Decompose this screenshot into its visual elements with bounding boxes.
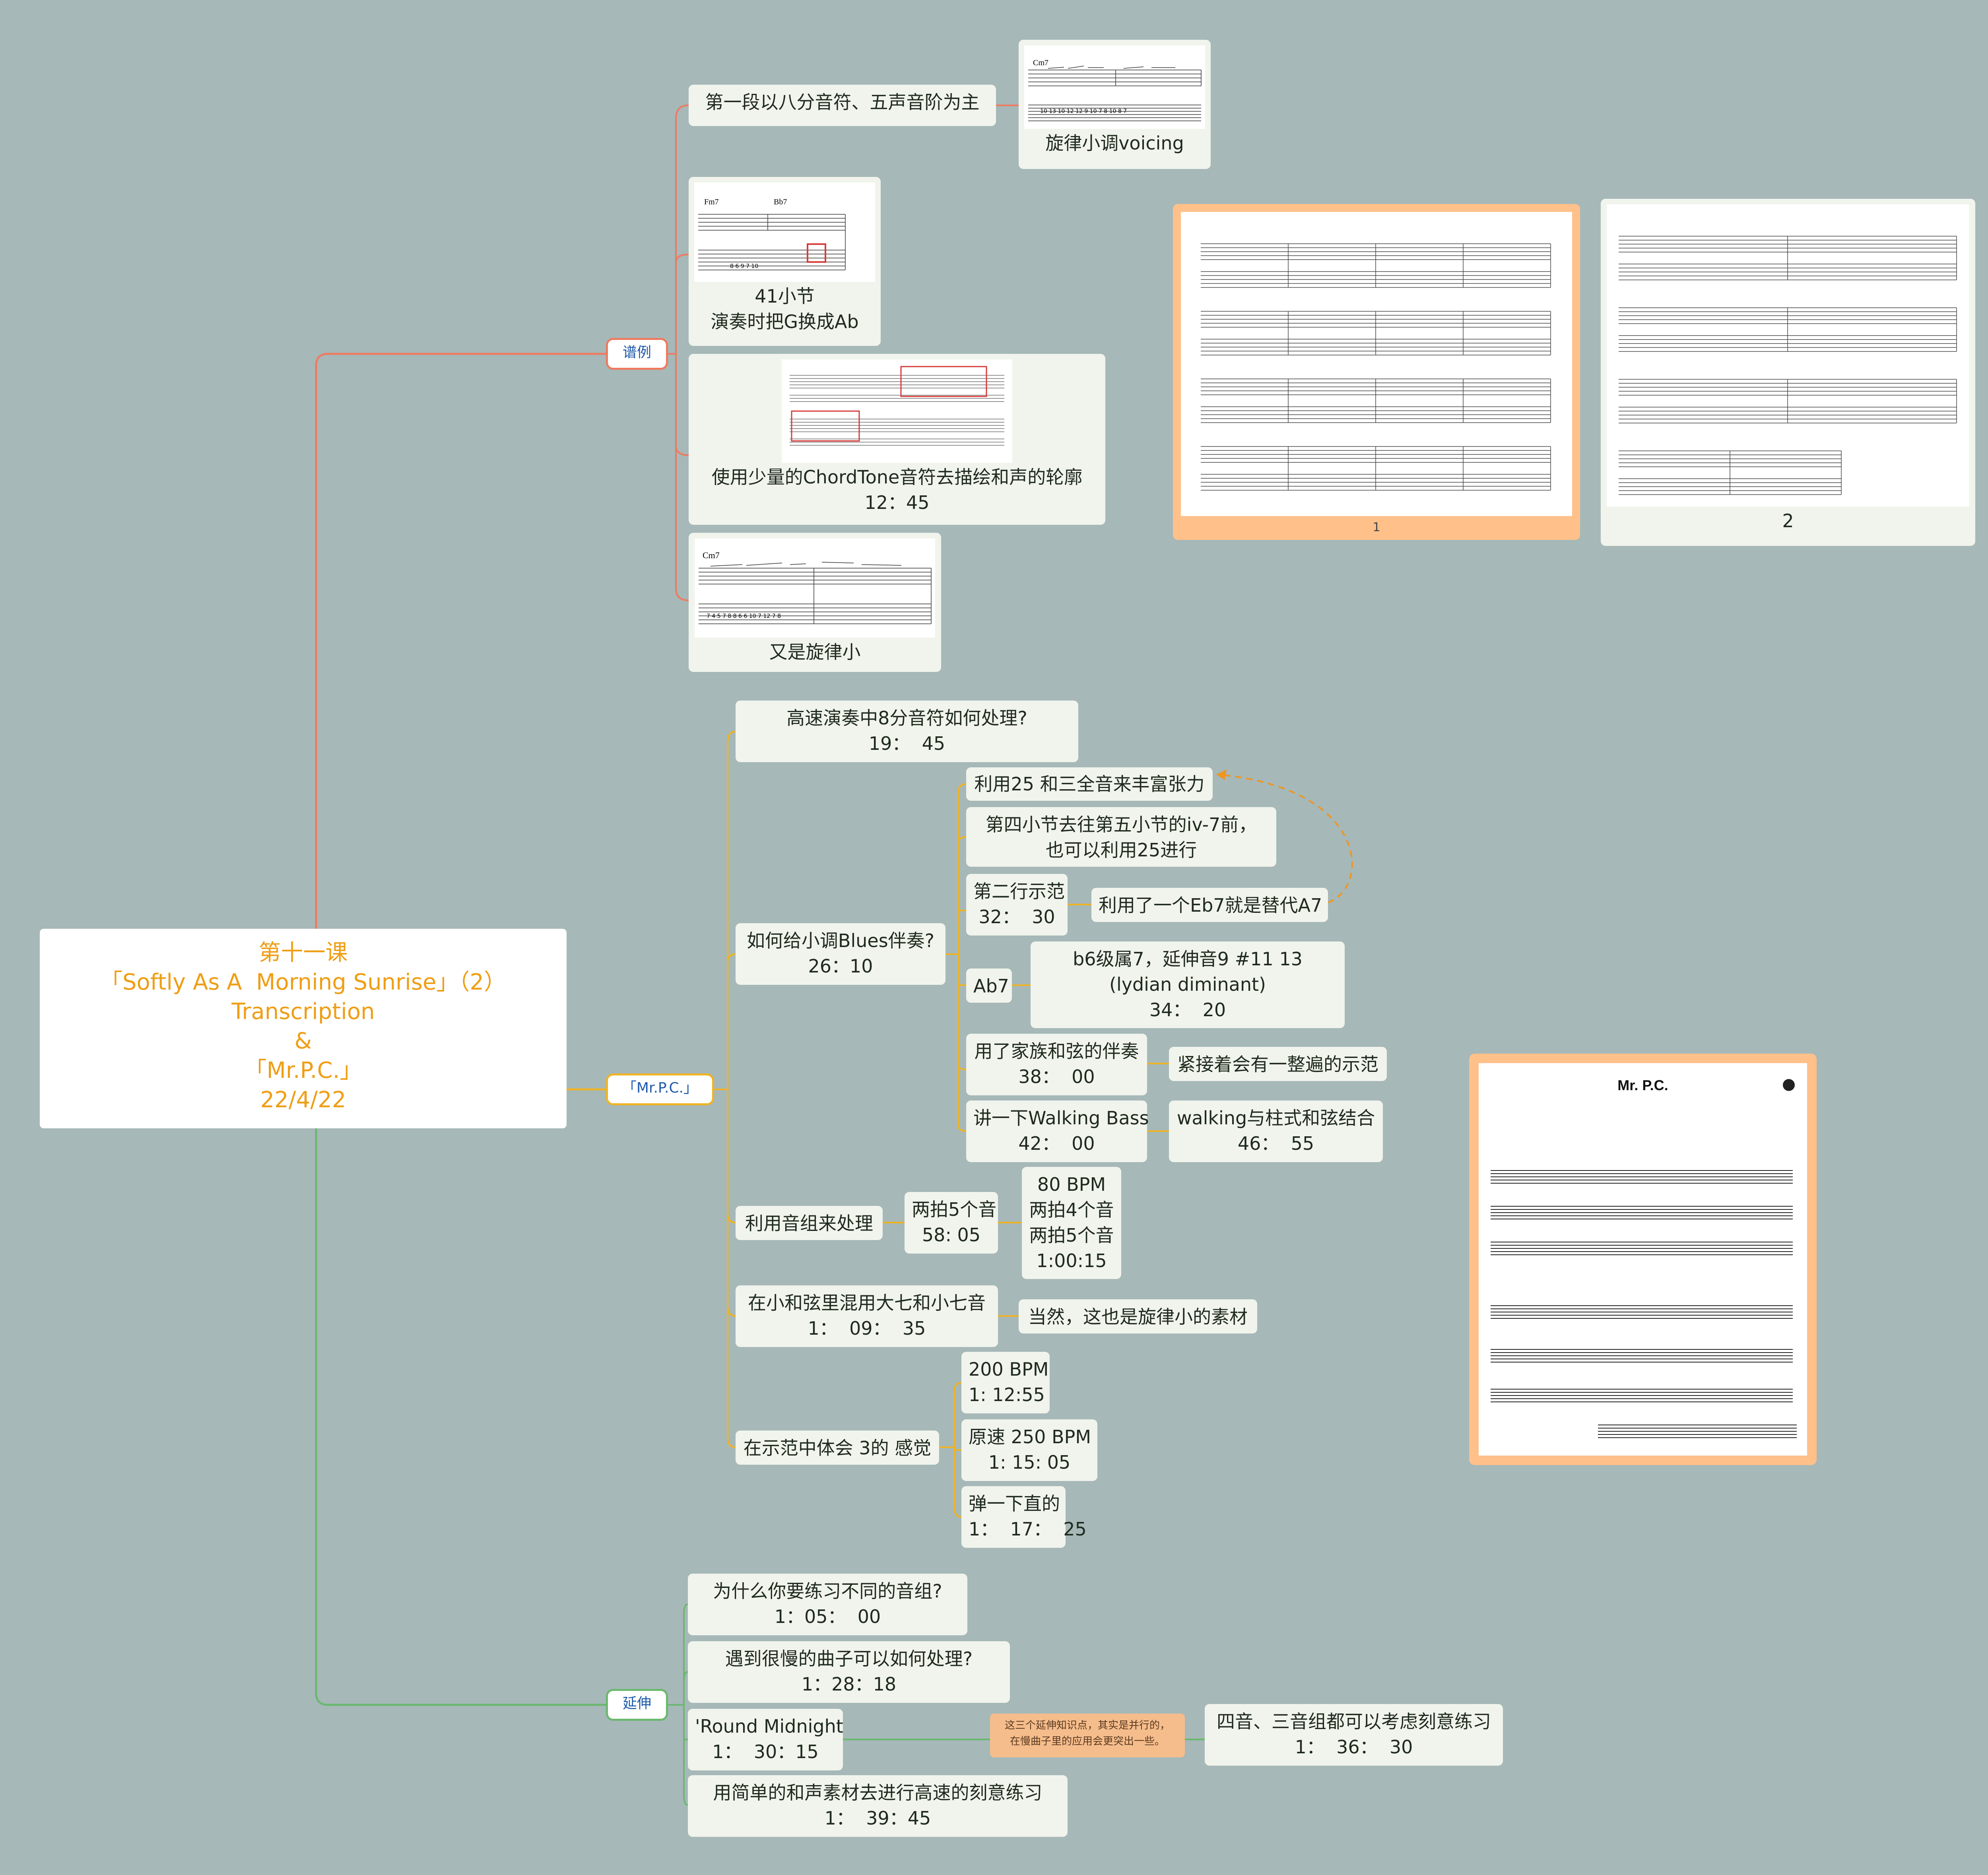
topic-label: 四音、三音组都可以考虑刻意练习 1： 36： 30	[1217, 1711, 1491, 1758]
topic-ab7[interactable]: Ab7	[966, 969, 1012, 1003]
topic-label: 在示范中体会 3的 感觉	[743, 1437, 932, 1459]
svg-text:8 6 9 7: 8 6 9 7 10	[730, 263, 758, 270]
topic-simple-material[interactable]: 用简单的和声素材去进行高速的刻意练习 1： 39：45	[688, 1775, 1068, 1837]
root-song-2: 「Mr.P.C.」	[244, 1058, 362, 1083]
svg-text:Bb7: Bb7	[774, 198, 787, 206]
topic-label: 200 BPM 1: 12:55	[969, 1359, 1049, 1405]
svg-text:10 13 10 12 12 9 10: 10 13 10 12 12 9 10 7 8 10 8 7	[1040, 108, 1127, 115]
root-title: 第十一课	[258, 940, 348, 966]
topic-label: 又是旋律小	[769, 641, 861, 663]
score-image	[782, 359, 1012, 463]
topic-label: 80 BPM 两拍4个音 两拍5个音 1:00:15	[1029, 1174, 1114, 1271]
topic-chordtone[interactable]: 使用少量的ChordTone音符去描绘和声的轮廓 12：45	[689, 354, 1105, 525]
topic-straight[interactable]: 弹一下直的 1： 17： 25	[961, 1486, 1087, 1548]
topic-label: 41小节 演奏时把G换成Ab	[711, 285, 859, 332]
topic-label: 讲一下Walking Bass 42： 00	[973, 1107, 1149, 1154]
score-sheet-2[interactable]: 2	[1601, 199, 1975, 546]
topic-eb7-substitute[interactable]: 利用了一个Eb7就是替代A7	[1091, 888, 1328, 922]
topic-family-chords[interactable]: 用了家族和弦的伴奏 38： 00	[966, 1034, 1147, 1095]
score-image	[1607, 204, 1969, 507]
topic-minor-blues[interactable]: 如何给小调Blues伴奏? 26：10	[736, 923, 945, 985]
score-sheet-1[interactable]: 1	[1173, 204, 1580, 540]
topic-label: 用简单的和声素材去进行高速的刻意练习 1： 39：45	[713, 1782, 1043, 1829]
topic-label: b6级属7，延伸音9 #11 13 (lydian diminant) 34： …	[1073, 948, 1303, 1021]
score-image	[1181, 212, 1572, 516]
topic-first-paragraph[interactable]: 第一段以八分音符、五声音阶为主	[689, 85, 996, 126]
topic-label: 利用音组来处理	[745, 1213, 873, 1234]
topic-label: 使用少量的ChordTone音符去描绘和声的轮廓 12：45	[711, 466, 1083, 513]
callout-text: 这三个延伸知识点，其实是并行的， 在慢曲子里的应用会更突出一些。	[1004, 1720, 1170, 1747]
branch-mrpc-label: 「Mr.P.C.」	[622, 1080, 698, 1096]
topic-melodic-minor-voicing[interactable]: Cm7 10 13 10 12 12 9 10 7 8 10 8 7 旋律小调v…	[1019, 40, 1211, 169]
sheet-title: Mr. P.C.	[1617, 1077, 1668, 1093]
topic-label: 用了家族和弦的伴奏 38： 00	[974, 1040, 1139, 1087]
topic-bpm250[interactable]: 原速 250 BPM 1: 15: 05	[961, 1419, 1097, 1481]
svg-text:Cm7: Cm7	[1033, 58, 1048, 67]
branch-puli-label: 谱例	[622, 344, 651, 361]
topic-label: walking与柱式和弦结合 46： 55	[1176, 1107, 1375, 1154]
topic-bar4-to-bar5[interactable]: 第四小节去往第五小节的iv-7前， 也可以利用25进行	[966, 807, 1276, 867]
topic-why-note-groups[interactable]: 为什么你要练习不同的音组? 1：05： 00	[688, 1574, 967, 1635]
topic-feel-3[interactable]: 在示范中体会 3的 感觉	[736, 1431, 939, 1465]
topic-note-groups[interactable]: 利用音组来处理	[736, 1206, 883, 1240]
sheet-staves	[1491, 1079, 1797, 1438]
topic-eighth-notes[interactable]: 高速演奏中8分音符如何处理? 19： 45	[736, 701, 1078, 762]
svg-text:Fm7: Fm7	[704, 198, 719, 206]
topic-label: 旋律小调voicing	[1045, 132, 1184, 154]
root-topic[interactable]: 第十一课 「Softly As A Morning Sunrise」（2） Tr…	[40, 929, 567, 1128]
topic-melodic-minor-again[interactable]: Cm7 7 4 5 7 8 8 6 6 10 7 12 7 8 又是旋律小	[689, 533, 941, 672]
mrpc-sheet-image[interactable]: Mr. P.C.	[1469, 1054, 1817, 1465]
root-ampersand: &	[294, 1028, 312, 1054]
score-image: Fm7 Bb7 8 6 9 7 10	[694, 182, 875, 282]
topic-second-line[interactable]: 第二行示范 32： 30	[966, 874, 1068, 936]
topic-label: 第一段以八分音符、五声音阶为主	[705, 91, 980, 113]
topic-label: 利用25 和三全音来丰富张力	[974, 773, 1205, 795]
sheet-paper: Mr. P.C.	[1479, 1063, 1807, 1456]
score-sheet-caption: 1	[1373, 520, 1380, 534]
topic-use-25[interactable]: 利用25 和三全音来丰富张力	[966, 767, 1213, 801]
topic-b6-dominant[interactable]: b6级属7，延伸音9 #11 13 (lydian diminant) 34： …	[1031, 941, 1345, 1028]
topic-label: 原速 250 BPM 1: 15: 05	[969, 1426, 1091, 1473]
topic-label: 利用了一个Eb7就是替代A7	[1099, 895, 1322, 916]
topic-bpm200[interactable]: 200 BPM 1: 12:55	[961, 1352, 1050, 1413]
topic-label: 两拍5个音 58: 05	[912, 1199, 997, 1246]
topic-bpm80[interactable]: 80 BPM 两拍4个音 两拍5个音 1:00:15	[1022, 1167, 1121, 1279]
score-image: Cm7 10 13 10 12 12 9 10 7 8 10 8 7	[1024, 45, 1205, 129]
topic-walking-comp[interactable]: walking与柱式和弦结合 46： 55	[1169, 1101, 1383, 1162]
score-image: Cm7 7 4 5 7 8 8 6 6 10 7 12 7 8	[695, 538, 935, 638]
topic-label: 如何给小调Blues伴奏? 26：10	[746, 930, 935, 977]
topic-full-demo[interactable]: 紧接着会有一整遍的示范	[1169, 1047, 1387, 1081]
topic-label: 弹一下直的 1： 17： 25	[969, 1493, 1087, 1540]
branch-yanshen-label: 延伸	[622, 1695, 651, 1712]
topic-label: 第二行示范 32： 30	[973, 881, 1065, 928]
root-date: 22/4/22	[260, 1087, 346, 1113]
topic-label: 'Round Midnight 1： 30：15	[695, 1716, 843, 1762]
topic-walking-bass[interactable]: 讲一下Walking Bass 42： 00	[966, 1101, 1149, 1162]
topic-label: 为什么你要练习不同的音组? 1：05： 00	[713, 1580, 942, 1627]
branch-yanshen[interactable]: 延伸	[606, 1689, 668, 1721]
svg-text:Cm7: Cm7	[703, 550, 720, 560]
topic-four-three-groups[interactable]: 四音、三音组都可以考虑刻意练习 1： 36： 30	[1205, 1704, 1503, 1766]
topic-label: 第四小节去往第五小节的iv-7前， 也可以利用25进行	[985, 814, 1257, 861]
topic-round-midnight[interactable]: 'Round Midnight 1： 30：15	[688, 1709, 843, 1770]
score-sheet-caption: 2	[1782, 510, 1794, 532]
topic-label: 在小和弦里混用大七和小七音 1： 09： 35	[748, 1292, 986, 1339]
root-song: 「Softly As A Morning Sunrise」（2）	[100, 969, 507, 995]
callout-note[interactable]: 这三个延伸知识点，其实是并行的， 在慢曲子里的应用会更突出一些。	[990, 1714, 1185, 1757]
svg-text:7 4 5 7 8 8 6 6 10: 7 4 5 7 8 8 6 6 10 7 12 7 8	[707, 613, 781, 619]
root-subtitle: Transcription	[231, 999, 375, 1025]
topic-five-notes[interactable]: 两拍5个音 58: 05	[905, 1192, 998, 1254]
topic-slow-tunes[interactable]: 遇到很慢的曲子可以如何处理? 1：28：18	[688, 1641, 1010, 1703]
topic-maj7-min7[interactable]: 在小和弦里混用大七和小七音 1： 09： 35	[736, 1285, 998, 1347]
topic-label: Ab7	[973, 975, 1009, 997]
topic-label: 当然，这也是旋律小的素材	[1028, 1306, 1248, 1328]
topic-bar-41[interactable]: Fm7 Bb7 8 6 9 7 10 41小节 演奏时把G换成Ab	[689, 177, 881, 346]
branch-puli[interactable]: 谱例	[606, 338, 668, 370]
topic-label: 紧接着会有一整遍的示范	[1177, 1054, 1378, 1075]
topic-label: 高速演奏中8分音符如何处理? 19： 45	[786, 707, 1027, 754]
topic-melodic-material[interactable]: 当然，这也是旋律小的素材	[1019, 1299, 1257, 1333]
topic-label: 遇到很慢的曲子可以如何处理? 1：28：18	[725, 1648, 973, 1695]
branch-mrpc[interactable]: 「Mr.P.C.」	[606, 1073, 714, 1105]
